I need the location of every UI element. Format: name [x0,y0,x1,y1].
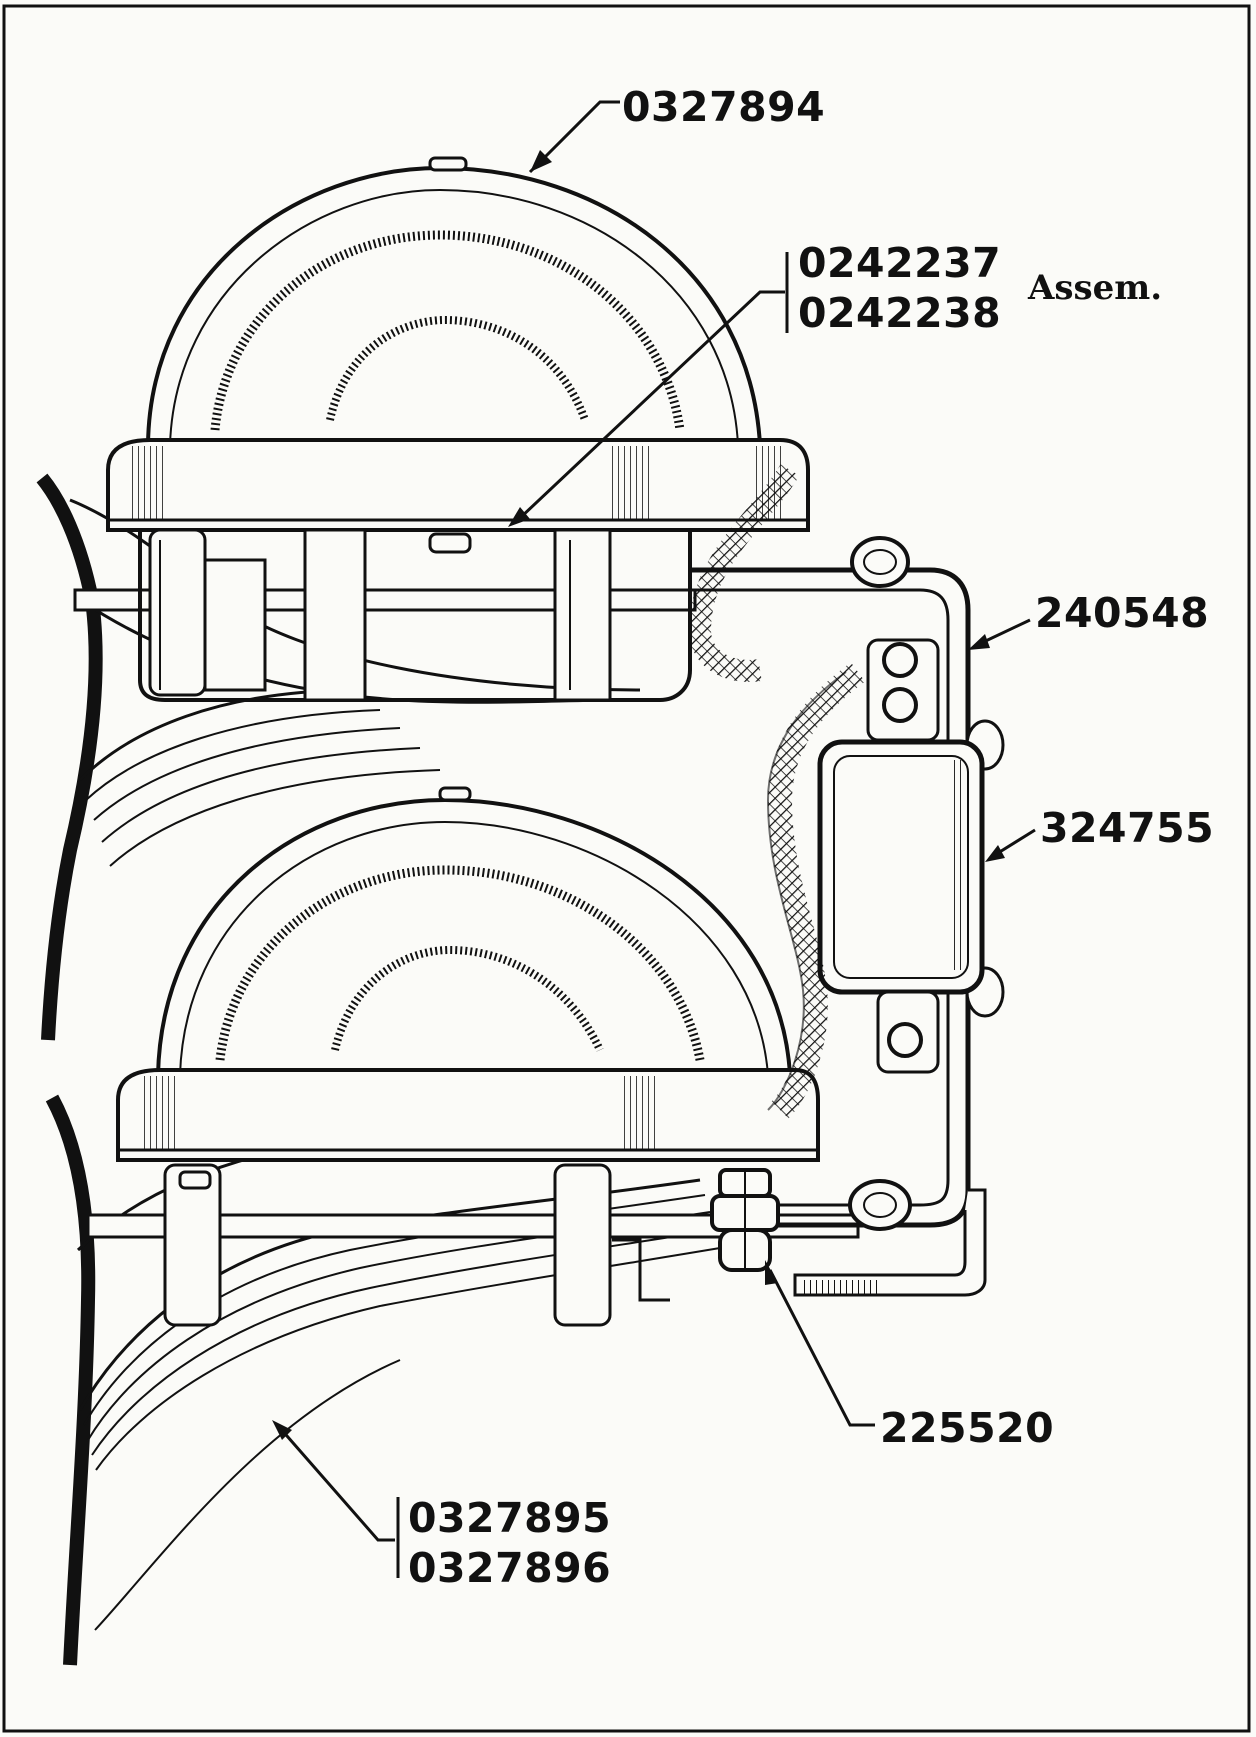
leader-lines [272,100,1036,1578]
upper-horn-dome [146,156,762,446]
label-0242237: 0242237 [798,239,1002,287]
upper-horn-frame [73,528,697,702]
label-225520: 225520 [880,1404,1055,1452]
label-240548: 240548 [1035,589,1210,637]
lower-horn-base [116,1068,820,1162]
label-0327894: 0327894 [622,83,826,131]
sheet-border [2,4,1251,1733]
label-0242238: 0242238 [798,289,1002,337]
label-0327896: 0327896 [408,1544,612,1592]
label-0327895: 0327895 [408,1494,612,1542]
relay-unit [817,638,985,1074]
upper-horn-cable [688,464,800,682]
leader-0327895 [278,1427,395,1542]
connecting-cable [767,662,866,1119]
mounting-bracket [690,536,1005,1297]
lower-horn-dome [156,786,792,1076]
lower-horn-frame [86,1163,860,1327]
label-assembly-note: Assem. [1028,268,1163,308]
label-324755: 324755 [1040,804,1215,852]
upper-horn-base [106,438,810,532]
upper-horn [36,156,810,1041]
lower-horn [45,786,860,1666]
lower-horn-bell [45,1094,721,1666]
leader-225520 [768,1269,875,1427]
leader-0327894 [528,100,620,174]
bracket-bolt [710,1168,780,1272]
leader-0242237 [518,290,785,520]
